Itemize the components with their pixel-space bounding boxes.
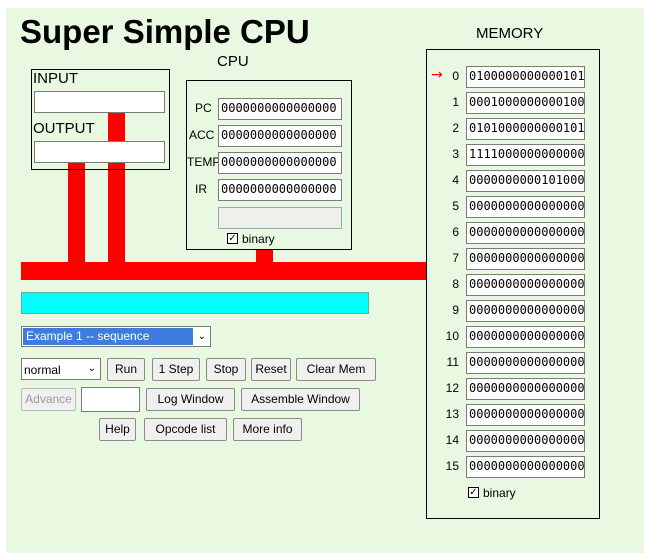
memory-address-14: 14	[445, 433, 459, 447]
cpu-bus-stub	[256, 250, 273, 264]
memory-cell-14[interactable]: 0000000000000000	[466, 430, 585, 452]
memory-address-4: 4	[452, 173, 459, 187]
memory-cell-10[interactable]: 0000000000000000	[466, 326, 585, 348]
data-bus	[21, 262, 426, 280]
memory-cell-12[interactable]: 0000000000000000	[466, 378, 585, 400]
cpu-panel: PC 0000000000000000 ACC 0000000000000000…	[186, 80, 352, 250]
memory-address-6: 6	[452, 225, 459, 239]
memory-address-9: 9	[452, 303, 459, 317]
memory-address-12: 12	[445, 381, 459, 395]
memory-panel: → 0 0100000000000101 1 0001000000000100 2 010…	[426, 49, 600, 519]
memory-address-10: 10	[445, 329, 459, 343]
status-bar	[21, 292, 369, 314]
speed-select[interactable]: normal ⌄	[21, 358, 101, 380]
cpu-binary-checkbox[interactable]: ✓	[227, 233, 238, 244]
help-button[interactable]: Help	[99, 418, 136, 441]
memory-address-3: 3	[452, 147, 459, 161]
chevron-down-icon: ⌄	[197, 331, 206, 342]
memory-address-0: 0	[452, 69, 459, 83]
more-info-button[interactable]: More info	[233, 418, 302, 441]
checkmark-icon: ✓	[469, 487, 478, 498]
register-pc[interactable]: 0000000000000000	[218, 98, 342, 120]
speed-select-value: normal	[24, 363, 61, 377]
memory-binary-label: binary	[483, 486, 516, 500]
memory-cell-7[interactable]: 0000000000000000	[466, 248, 585, 270]
pc-pointer-arrow-icon: →	[431, 67, 443, 83]
register-acc[interactable]: 0000000000000000	[218, 125, 342, 147]
example-select-value: Example 1 -- sequence	[23, 328, 193, 345]
cpu-label: CPU	[217, 53, 249, 70]
example-select[interactable]: Example 1 -- sequence ⌄	[21, 326, 211, 347]
cpu-binary-label: binary	[242, 232, 275, 246]
memory-cell-3[interactable]: 1111000000000000	[466, 144, 585, 166]
memory-address-7: 7	[452, 251, 459, 265]
memory-cell-4[interactable]: 0000000000101000	[466, 170, 585, 192]
memory-label: MEMORY	[476, 25, 544, 42]
stop-button[interactable]: Stop	[206, 358, 246, 381]
memory-address-2: 2	[452, 121, 459, 135]
memory-address-15: 15	[445, 459, 459, 473]
memory-cell-5[interactable]: 0000000000000000	[466, 196, 585, 218]
memory-cell-11[interactable]: 0000000000000000	[466, 352, 585, 374]
run-button[interactable]: Run	[107, 358, 145, 381]
memory-cell-9[interactable]: 0000000000000000	[466, 300, 585, 322]
output-field[interactable]	[34, 141, 165, 163]
log-window-button[interactable]: Log Window	[146, 388, 235, 411]
decoded-instruction-field	[218, 207, 342, 229]
memory-binary-checkbox[interactable]: ✓	[468, 487, 479, 498]
assemble-window-button[interactable]: Assemble Window	[241, 388, 360, 411]
advance-button[interactable]: Advance	[21, 388, 76, 411]
register-label-acc: ACC	[189, 128, 215, 142]
memory-address-1: 1	[452, 95, 459, 109]
memory-cell-13[interactable]: 0000000000000000	[466, 404, 585, 426]
io-panel: INPUT OUTPUT	[31, 69, 170, 170]
app-title: Super Simple CPU	[20, 13, 310, 50]
input-bus-line	[68, 162, 85, 262]
register-temp[interactable]: 0000000000000000	[218, 152, 342, 174]
memory-cell-15[interactable]: 0000000000000000	[466, 456, 585, 478]
memory-cell-2[interactable]: 0101000000000101	[466, 118, 585, 140]
clear-mem-button[interactable]: Clear Mem	[296, 358, 376, 381]
checkmark-icon: ✓	[228, 233, 237, 244]
chevron-down-icon: ⌄	[87, 363, 96, 374]
advance-input[interactable]	[81, 387, 140, 412]
memory-address-11: 11	[446, 355, 459, 369]
output-label: OUTPUT	[33, 120, 95, 137]
register-ir[interactable]: 0000000000000000	[218, 179, 342, 201]
register-label-ir: IR	[195, 182, 207, 196]
reset-button[interactable]: Reset	[251, 358, 291, 381]
memory-address-13: 13	[445, 407, 459, 421]
memory-cell-1[interactable]: 0001000000000100	[466, 92, 585, 114]
register-label-pc: PC	[195, 101, 212, 115]
input-label: INPUT	[33, 70, 78, 87]
opcode-list-button[interactable]: Opcode list	[144, 418, 227, 441]
memory-cell-8[interactable]: 0000000000000000	[466, 274, 585, 296]
input-field[interactable]	[34, 91, 165, 113]
memory-address-8: 8	[452, 277, 459, 291]
memory-cell-6[interactable]: 0000000000000000	[466, 222, 585, 244]
register-label-temp: TEMP	[187, 155, 221, 169]
memory-address-5: 5	[452, 199, 459, 213]
memory-cell-0[interactable]: 0100000000000101	[466, 66, 585, 88]
step-button[interactable]: 1 Step	[152, 358, 200, 381]
